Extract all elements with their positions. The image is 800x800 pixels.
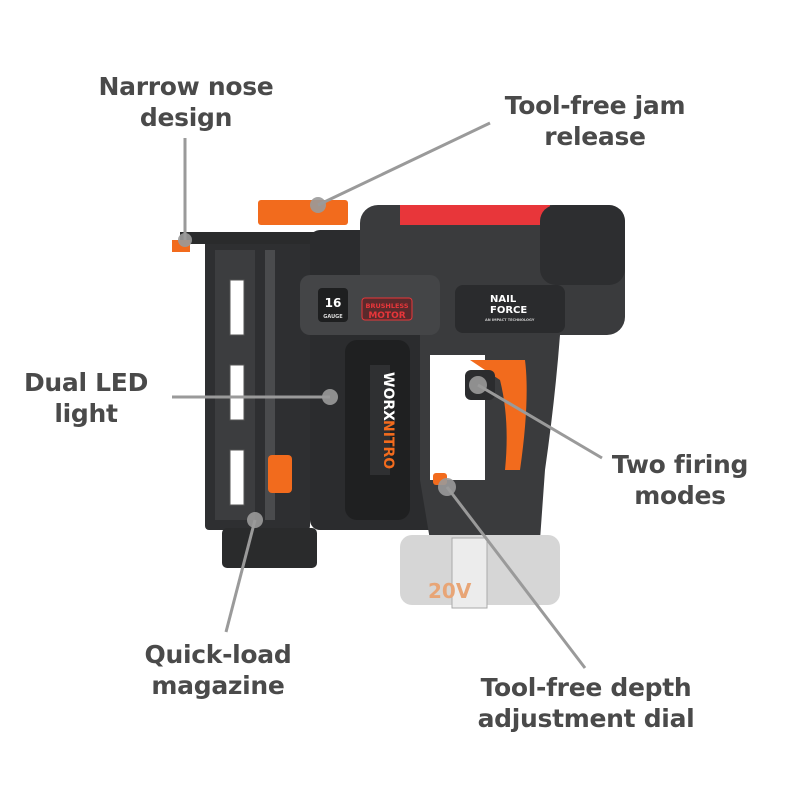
- callout-line-depth-dial: [445, 486, 587, 669]
- nailforce-tagline: AN IMPACT TECHNOLOGY: [485, 318, 535, 322]
- callout-dot-narrow-nose: [178, 233, 192, 247]
- brand-logo: WORX: [380, 372, 396, 421]
- callout-firing-modes: Two firing modes: [611, 449, 749, 511]
- handle: [420, 335, 560, 540]
- battery-voltage: 20V: [428, 579, 472, 603]
- nailforce-line2: FORCE: [490, 305, 527, 316]
- nailforce-line1: NAIL: [490, 294, 517, 305]
- callout-depth-dial: Tool-free depth adjustment dial: [478, 672, 695, 734]
- callout-text: Quick-load: [144, 640, 292, 669]
- battery: 20V: [400, 535, 560, 609]
- callout-text: Tool-free jam: [504, 91, 686, 120]
- magazine-release-tab: [268, 455, 292, 493]
- callout-dot-firing-modes: [469, 376, 487, 394]
- callout-lines: [172, 121, 603, 669]
- callout-led-light: Dual LED light: [24, 367, 148, 429]
- callout-text: adjustment dial: [477, 704, 695, 733]
- callout-dots: [178, 197, 487, 528]
- motor-housing: [258, 200, 625, 530]
- callout-dot-magazine: [247, 512, 263, 528]
- callout-line-firing-modes: [477, 383, 603, 460]
- callout-text: Narrow nose: [98, 72, 274, 101]
- callout-text: release: [544, 122, 646, 151]
- jam-release-latch: [258, 200, 348, 225]
- callout-line-jam-release: [317, 121, 491, 207]
- callout-dot-led-light: [322, 389, 338, 405]
- motor-line2: MOTOR: [368, 311, 405, 321]
- callout-dot-depth-dial: [438, 478, 456, 496]
- motor-line1: BRUSHLESS: [365, 302, 408, 310]
- callout-narrow-nose: Narrow nose design: [99, 71, 274, 133]
- callout-line-magazine: [224, 519, 257, 633]
- callout-text: magazine: [151, 671, 285, 700]
- magazine: [172, 232, 320, 568]
- callout-dot-jam-release: [310, 197, 326, 213]
- callout-text: design: [139, 103, 233, 132]
- callout-text: Two firing: [611, 450, 749, 479]
- callout-magazine: Quick-load magazine: [145, 639, 292, 701]
- top-red-strip: [400, 205, 550, 225]
- callout-text: Dual LED: [23, 368, 149, 397]
- gauge-word: GAUGE: [323, 314, 343, 320]
- callout-text: modes: [634, 481, 726, 510]
- callout-text: light: [54, 399, 118, 428]
- gauge-number: 16: [325, 296, 342, 310]
- callout-text: Tool-free depth: [480, 673, 692, 702]
- sub-brand-logo: NITRO: [380, 420, 396, 469]
- callout-jam-release: Tool-free jam release: [504, 90, 686, 152]
